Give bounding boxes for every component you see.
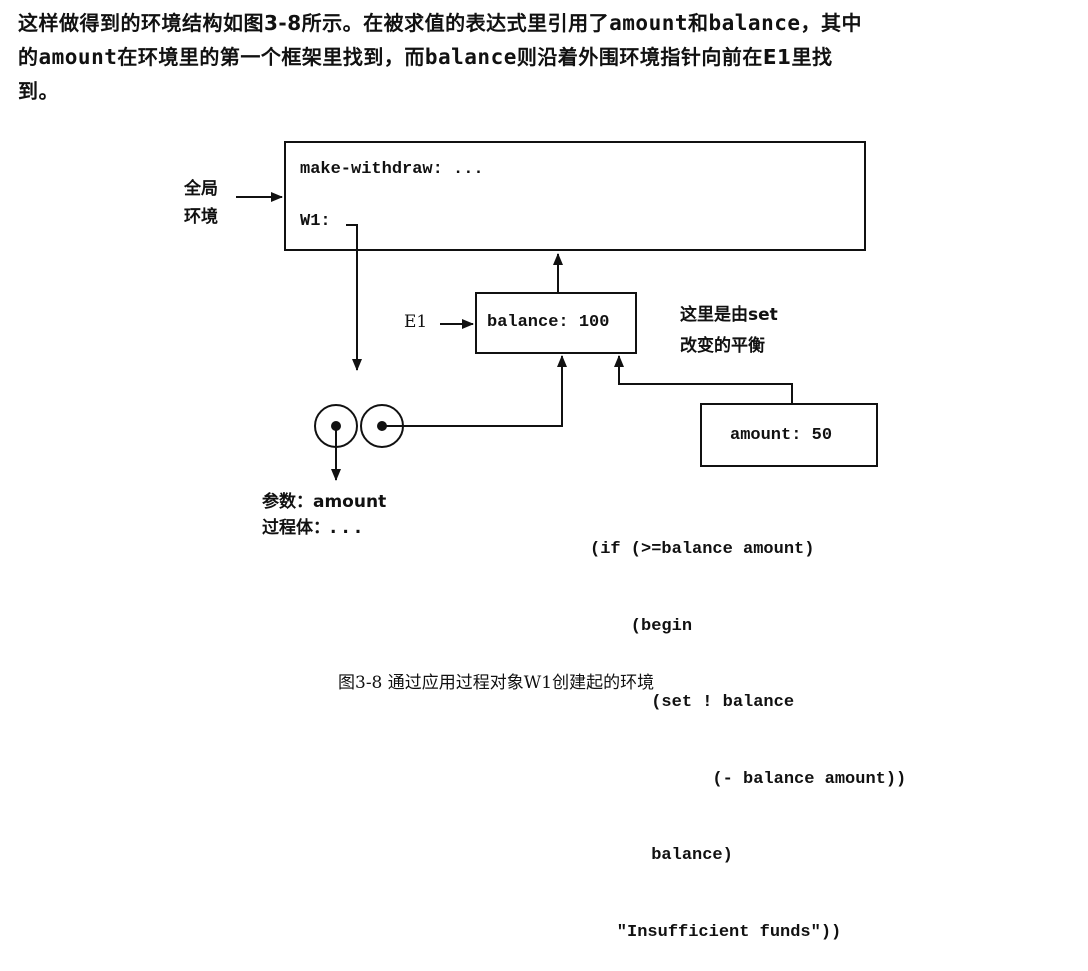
w1-pointer — [346, 224, 362, 371]
code-line: (set ! balance — [590, 693, 795, 712]
code-line: (if (>=balance amount) — [590, 540, 815, 559]
note-line-2: 改变的平衡 — [680, 336, 765, 356]
global-frame-binding-make-withdraw: make-withdraw: ... — [300, 160, 484, 179]
text-span: ，其中 — [800, 11, 863, 35]
amount-frame — [700, 403, 878, 467]
figure-caption: 图3-8 通过应用过程对象W1创建起的环境 — [338, 673, 655, 693]
note-line-1: 这里是由set — [680, 305, 778, 325]
paragraph-line-2: 的amount在环境里的第一个框架里找到，而balance则沿着外围环境指针向前… — [18, 40, 1078, 74]
params-line-2: 过程体：. . . — [262, 518, 362, 538]
e1-frame — [475, 292, 637, 354]
code-line: "Insufficient funds")) — [576, 922, 842, 942]
procedure-env-pointer — [382, 355, 567, 427]
global-env-label-1: 全局 — [184, 179, 218, 199]
paragraph: 这样做得到的环境结构如图3-8所示。在被求值的表达式里引用了amount和bal… — [18, 6, 1078, 108]
code-amount: amount — [38, 45, 118, 69]
global-env-label-2: 环境 — [184, 207, 218, 227]
code-line: balance) — [590, 846, 733, 865]
code-line: (begin — [590, 616, 693, 636]
code-amount: amount — [609, 11, 688, 35]
global-frame-binding-w1: W1: — [300, 212, 331, 231]
procedure-body-code: (if (>=balance amount) (begin (set ! bal… — [590, 486, 906, 971]
text-span: 则沿着外围环境指针向前在E1里找 — [516, 45, 833, 69]
text-span: 在环境里的第一个框架里找到，而 — [117, 45, 425, 69]
code-line: (- balance amount)) — [590, 769, 907, 789]
text-span: 的 — [18, 45, 39, 69]
code-balance: balance — [708, 11, 801, 35]
paragraph-line-1: 这样做得到的环境结构如图3-8所示。在被求值的表达式里引用了amount和bal… — [18, 6, 1078, 40]
diagram-arrows — [236, 192, 793, 481]
text-span: 和 — [688, 11, 709, 35]
text-span: 这样做得到的环境结构如图3-8所示。在被求值的表达式里引用了 — [18, 11, 610, 35]
params-line-1: 参数：amount — [262, 492, 387, 512]
global-environment-frame — [284, 141, 866, 251]
code-balance: balance — [424, 45, 517, 69]
amount-frame-enclosing-pointer — [614, 355, 793, 403]
amount-frame-binding: amount: 50 — [730, 426, 833, 445]
e1-label: E1 — [404, 312, 428, 332]
paragraph-line-3: 到。 — [18, 79, 59, 103]
e1-frame-binding: balance: 100 — [487, 313, 610, 332]
